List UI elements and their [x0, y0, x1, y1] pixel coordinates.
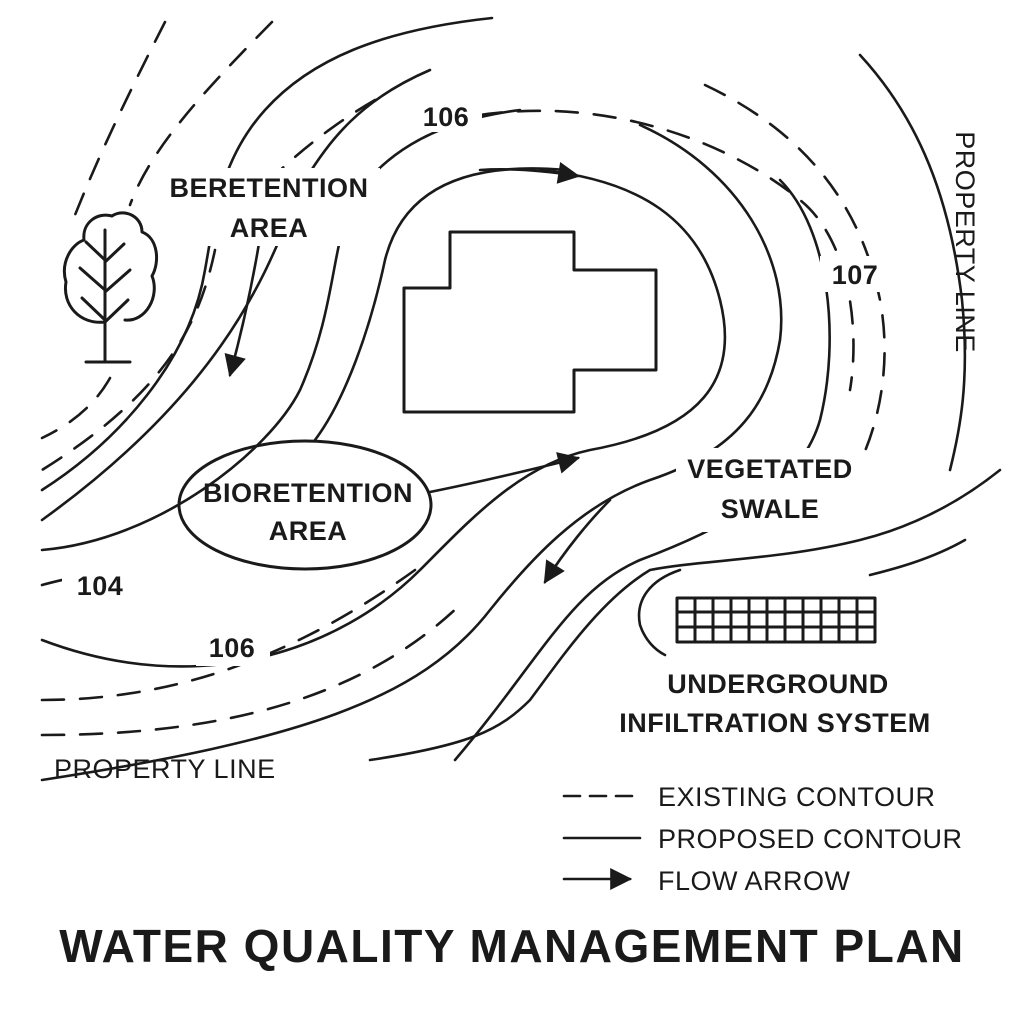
- proposed-contour-outer: [40, 16, 494, 492]
- legend-existing-label: EXISTING CONTOUR: [658, 782, 936, 812]
- bioretention-area-label-line2: AREA: [269, 516, 348, 546]
- property-line-right-label: PROPERTY LINE: [950, 131, 980, 353]
- beretention-area-label-line1: BERETENTION: [169, 173, 368, 203]
- flow-arrow-top: [478, 162, 581, 184]
- contour-label-left: 104: [77, 571, 124, 601]
- contour-label-right: 107: [832, 260, 879, 290]
- proposed-contour-pad: [313, 167, 567, 442]
- flow-arrow-left: [224, 223, 264, 378]
- bioretention-area-label-line1: BIORETENTION: [203, 478, 413, 508]
- vegetated-swale-label-line2: SWALE: [721, 494, 820, 524]
- legend: EXISTING CONTOUR PROPOSED CONTOUR FLOW A…: [562, 782, 963, 896]
- flow-arrow-bioretention: [428, 452, 581, 494]
- contour-label-top: 106: [423, 102, 470, 132]
- bioretention-area-ellipse: [177, 439, 433, 571]
- existing-contour-inner-ring: [40, 248, 217, 472]
- proposed-contour-building-wrap: [40, 168, 727, 668]
- proposed-contour-swale-lower: [868, 538, 967, 577]
- existing-contour-left-low: [40, 376, 112, 440]
- proposed-contour-swale: [368, 468, 1002, 762]
- flow-arrow-swale: [543, 498, 612, 584]
- existing-contour-far-left: [73, 20, 167, 217]
- existing-contour-bottom-106: [40, 568, 417, 702]
- page-title: WATER QUALITY MANAGEMENT PLAN: [59, 920, 965, 972]
- underground-infiltration-label-line2: INFILTRATION SYSTEM: [619, 708, 930, 738]
- legend-proposed-label: PROPOSED CONTOUR: [658, 824, 963, 854]
- proposed-contour-inner: [40, 108, 522, 552]
- existing-contour-bottom-low: [40, 603, 462, 737]
- existing-contour-upper-left: [128, 20, 274, 207]
- tree-icon: [63, 211, 159, 364]
- proposed-contour-infiltration-hook: [637, 568, 682, 657]
- proposed-contour-right-3: [858, 53, 967, 472]
- underground-infiltration-label-line1: UNDERGROUND: [667, 669, 889, 699]
- vegetated-swale-label-line1: VEGETATED: [687, 454, 853, 484]
- proposed-contour-right-1: [40, 123, 783, 782]
- existing-contour-top-106-b: [478, 109, 855, 392]
- contour-label-bottom: 106: [209, 633, 256, 663]
- beretention-area-label-line2: AREA: [230, 213, 309, 243]
- legend-flow-label: FLOW ARROW: [658, 866, 851, 896]
- building-footprint: [402, 230, 658, 414]
- underground-infiltration-grid: [675, 596, 877, 644]
- property-line-bottom-label: PROPERTY LINE: [54, 754, 276, 784]
